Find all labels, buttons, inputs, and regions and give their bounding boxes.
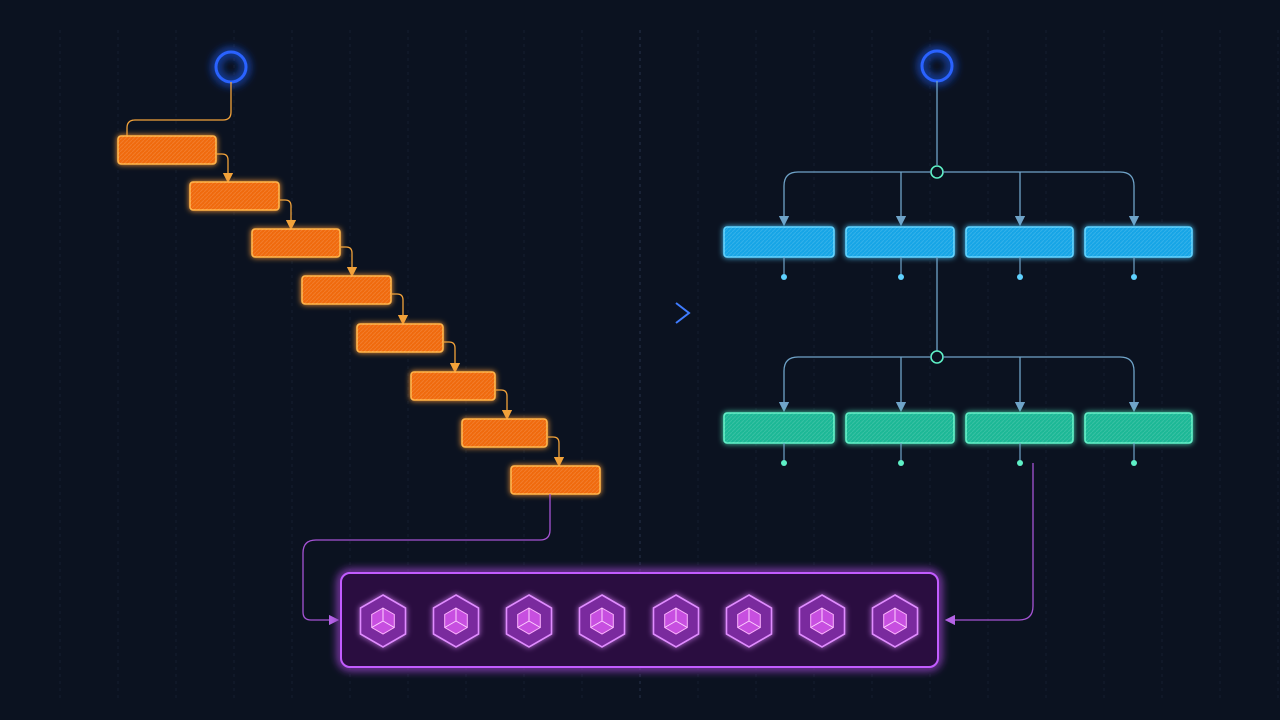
hexagon-cube-icon: [359, 594, 407, 648]
unit-core-edges: [883, 608, 907, 628]
hexagon-cube-icon: [652, 594, 700, 648]
output-dot: [1131, 460, 1137, 466]
parallel-block-bottom-texture: [724, 413, 834, 443]
sequential-step-texture: [302, 276, 391, 304]
step-arrow: [391, 293, 409, 326]
step-arrow: [547, 436, 565, 468]
sequential-step-texture: [252, 229, 340, 257]
worker-pool-container: [340, 572, 939, 668]
step-arrow: [443, 341, 461, 374]
output-dot: [898, 460, 904, 466]
start-connector: [126, 82, 232, 136]
hexagon-cube-icon: [505, 594, 553, 648]
output-dot: [1131, 274, 1137, 280]
unit-core-edges: [810, 608, 834, 628]
sequential-step-texture: [462, 419, 547, 447]
sequential-chain: [117, 50, 601, 626]
output-dot: [1017, 460, 1023, 466]
hexagon-cube-icon: [432, 594, 480, 648]
branch-arrow: [943, 171, 1140, 227]
fork-node: [930, 165, 944, 179]
unit-core-edges: [590, 608, 614, 628]
unit-core-edges: [517, 608, 541, 628]
sequential-step-texture: [357, 324, 443, 352]
sequential-step-texture: [411, 372, 495, 400]
unit-core-edges: [444, 608, 468, 628]
transition: [578, 302, 691, 324]
worker-pool: [340, 572, 939, 668]
hexagon-cube-icon: [578, 594, 626, 648]
hexagon-cube-icon: [725, 594, 773, 648]
sequential-step-texture: [511, 466, 600, 494]
unit-core-edges: [737, 608, 761, 628]
branch-arrow: [778, 171, 931, 227]
parallel-block-top-texture: [724, 227, 834, 257]
hexagon-cube-icon: [798, 594, 846, 648]
output-dot: [781, 274, 787, 280]
fork-node: [930, 350, 944, 364]
parallel-block-top-texture: [846, 227, 954, 257]
branch-arrow: [943, 356, 1140, 413]
step-arrow: [279, 199, 297, 231]
parallel-layout: [723, 49, 1193, 626]
parallel-block-top-texture: [1085, 227, 1192, 257]
output-dot: [1017, 274, 1023, 280]
step-arrow: [495, 389, 513, 421]
sequential-step-texture: [190, 182, 279, 210]
sequential-step-texture: [118, 136, 216, 164]
parallel-block-bottom-texture: [1085, 413, 1192, 443]
parallel-to-pool-connector: [944, 463, 1034, 626]
hexagon-cube-icon: [871, 594, 919, 648]
transition-arrowhead: [675, 302, 691, 324]
step-arrow: [340, 246, 358, 278]
parallel-block-bottom-texture: [846, 413, 954, 443]
step-arrow: [216, 153, 234, 184]
branch-arrow: [778, 356, 931, 413]
parallel-block-top-texture: [966, 227, 1073, 257]
start-node-icon: [214, 50, 248, 84]
output-dot: [898, 274, 904, 280]
output-dot: [781, 460, 787, 466]
parallel-block-bottom-texture: [966, 413, 1073, 443]
unit-core-edges: [371, 608, 395, 628]
chain-to-pool-connector: [302, 494, 551, 626]
start-node-icon: [920, 49, 954, 83]
unit-core-edges: [664, 608, 688, 628]
